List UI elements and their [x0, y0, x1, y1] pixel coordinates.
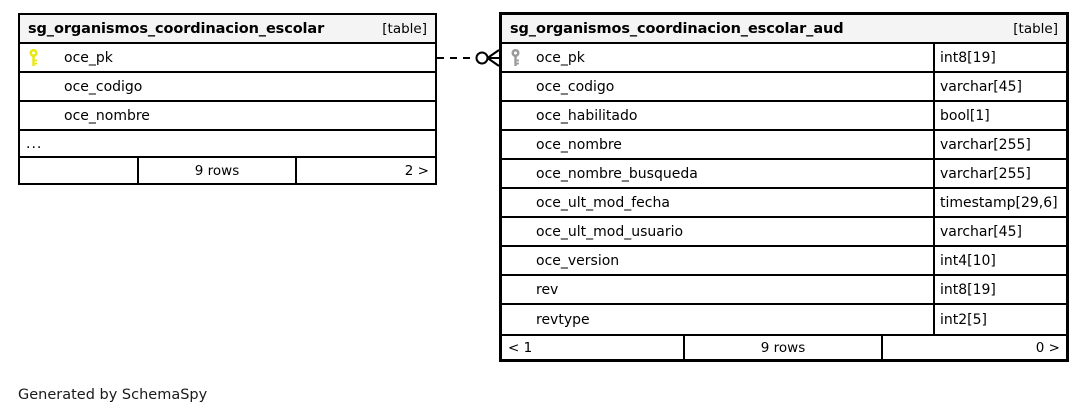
column-type-cell: int2[5]	[933, 305, 1066, 334]
column-list: oce_pk int8[19] oce_codigo varchar[45]	[502, 44, 1066, 334]
column-name: rev	[536, 281, 559, 298]
column-type: int8[19]	[940, 49, 996, 66]
next-page-button[interactable]: 2 >	[404, 162, 429, 179]
column-type-cell: varchar[45]	[933, 73, 1066, 100]
column-list: oce_pk oce_codigo oce_nombre ...	[20, 44, 435, 158]
table-row[interactable]: oce_nombre varchar[255]	[502, 131, 1066, 160]
column-name-cell: oce_nombre	[502, 131, 933, 158]
column-name-cell: oce_ult_mod_usuario	[502, 218, 933, 245]
column-name: oce_version	[536, 252, 620, 269]
table-node-sg_organismos_coordinacion_escolar[interactable]: sg_organismos_coordinacion_escolar [tabl…	[18, 13, 437, 185]
column-type-cell: int8[19]	[933, 44, 1066, 71]
relationship-connector-oce_pk	[437, 46, 502, 70]
generated-by-caption: Generated by SchemaSpy	[18, 387, 208, 403]
column-name: oce_nombre_busqueda	[536, 165, 698, 182]
column-type-cell: timestamp[29,6]	[933, 189, 1066, 216]
column-type-cell: varchar[45]	[933, 218, 1066, 245]
table-row[interactable]: oce_ult_mod_usuario varchar[45]	[502, 218, 1066, 247]
table-row[interactable]: oce_nombre_busqueda varchar[255]	[502, 160, 1066, 189]
column-type: bool[1]	[940, 107, 990, 124]
ellipsis-label: ...	[26, 135, 43, 152]
column-type-cell: bool[1]	[933, 102, 1066, 129]
column-type: varchar[255]	[940, 165, 1031, 182]
column-name-cell: oce_habilitado	[502, 102, 933, 129]
column-name: oce_codigo	[64, 78, 143, 95]
more-columns-indicator[interactable]: ...	[20, 131, 435, 158]
table-name: sg_organismos_coordinacion_escolar	[28, 20, 325, 37]
table-row[interactable]: oce_pk int8[19]	[502, 44, 1066, 73]
table-row[interactable]: revtype int2[5]	[502, 305, 1066, 334]
column-type: varchar[255]	[940, 136, 1031, 153]
column-type: int8[19]	[940, 281, 996, 298]
column-type: timestamp[29,6]	[940, 194, 1058, 211]
table-header: sg_organismos_coordinacion_escolar [tabl…	[20, 15, 435, 44]
column-type: int2[5]	[940, 311, 987, 328]
table-row[interactable]: oce_version int4[10]	[502, 247, 1066, 276]
column-name: oce_ult_mod_usuario	[536, 223, 684, 240]
column-name: oce_nombre	[536, 136, 622, 153]
column-name-cell: oce_ult_mod_fecha	[502, 189, 933, 216]
table-kind-label: [table]	[382, 20, 427, 37]
table-row[interactable]: oce_codigo	[20, 73, 435, 102]
table-footer: < 1 9 rows 0 >	[502, 334, 1066, 359]
column-name-cell: oce_pk	[20, 44, 435, 71]
column-type: int4[10]	[940, 252, 996, 269]
column-type: varchar[45]	[940, 223, 1022, 240]
table-row[interactable]: oce_ult_mod_fecha timestamp[29,6]	[502, 189, 1066, 218]
foreign-key-icon	[510, 49, 536, 66]
column-type-cell: varchar[255]	[933, 160, 1066, 187]
column-name-cell: oce_codigo	[502, 73, 933, 100]
table-footer: 9 rows 2 >	[20, 158, 435, 183]
table-row[interactable]: oce_codigo varchar[45]	[502, 73, 1066, 102]
column-type-cell: varchar[255]	[933, 131, 1066, 158]
column-type-cell: int4[10]	[933, 247, 1066, 274]
column-name: oce_pk	[64, 49, 113, 66]
row-count-label: 9 rows	[137, 158, 297, 183]
row-count-label: 9 rows	[683, 336, 883, 359]
table-kind-label: [table]	[1013, 20, 1058, 37]
column-name: oce_nombre	[64, 107, 150, 124]
column-name: oce_codigo	[536, 78, 615, 95]
table-name: sg_organismos_coordinacion_escolar_aud	[510, 20, 844, 37]
prev-page-button[interactable]	[20, 158, 137, 183]
table-row[interactable]: rev int8[19]	[502, 276, 1066, 305]
table-row[interactable]: oce_nombre	[20, 102, 435, 131]
table-header: sg_organismos_coordinacion_escolar_aud […	[502, 15, 1066, 44]
column-type-cell: int8[19]	[933, 276, 1066, 303]
column-name-cell: oce_version	[502, 247, 933, 274]
column-name-cell: revtype	[502, 305, 933, 334]
column-name: revtype	[536, 311, 590, 328]
column-name-cell: oce_pk	[502, 44, 933, 71]
column-type: varchar[45]	[940, 78, 1022, 95]
column-name: oce_ult_mod_fecha	[536, 194, 670, 211]
column-name-cell: oce_nombre	[20, 102, 435, 129]
table-row[interactable]: oce_pk	[20, 44, 435, 73]
column-name-cell: rev	[502, 276, 933, 303]
table-node-sg_organismos_coordinacion_escolar_aud[interactable]: sg_organismos_coordinacion_escolar_aud […	[499, 12, 1069, 362]
primary-key-icon	[28, 49, 54, 66]
column-name: oce_pk	[536, 49, 585, 66]
column-name: oce_habilitado	[536, 107, 638, 124]
table-row[interactable]: oce_habilitado bool[1]	[502, 102, 1066, 131]
prev-page-button[interactable]: < 1	[508, 339, 533, 356]
column-name-cell: oce_nombre_busqueda	[502, 160, 933, 187]
next-page-button[interactable]: 0 >	[1035, 339, 1060, 356]
column-name-cell: oce_codigo	[20, 73, 435, 100]
